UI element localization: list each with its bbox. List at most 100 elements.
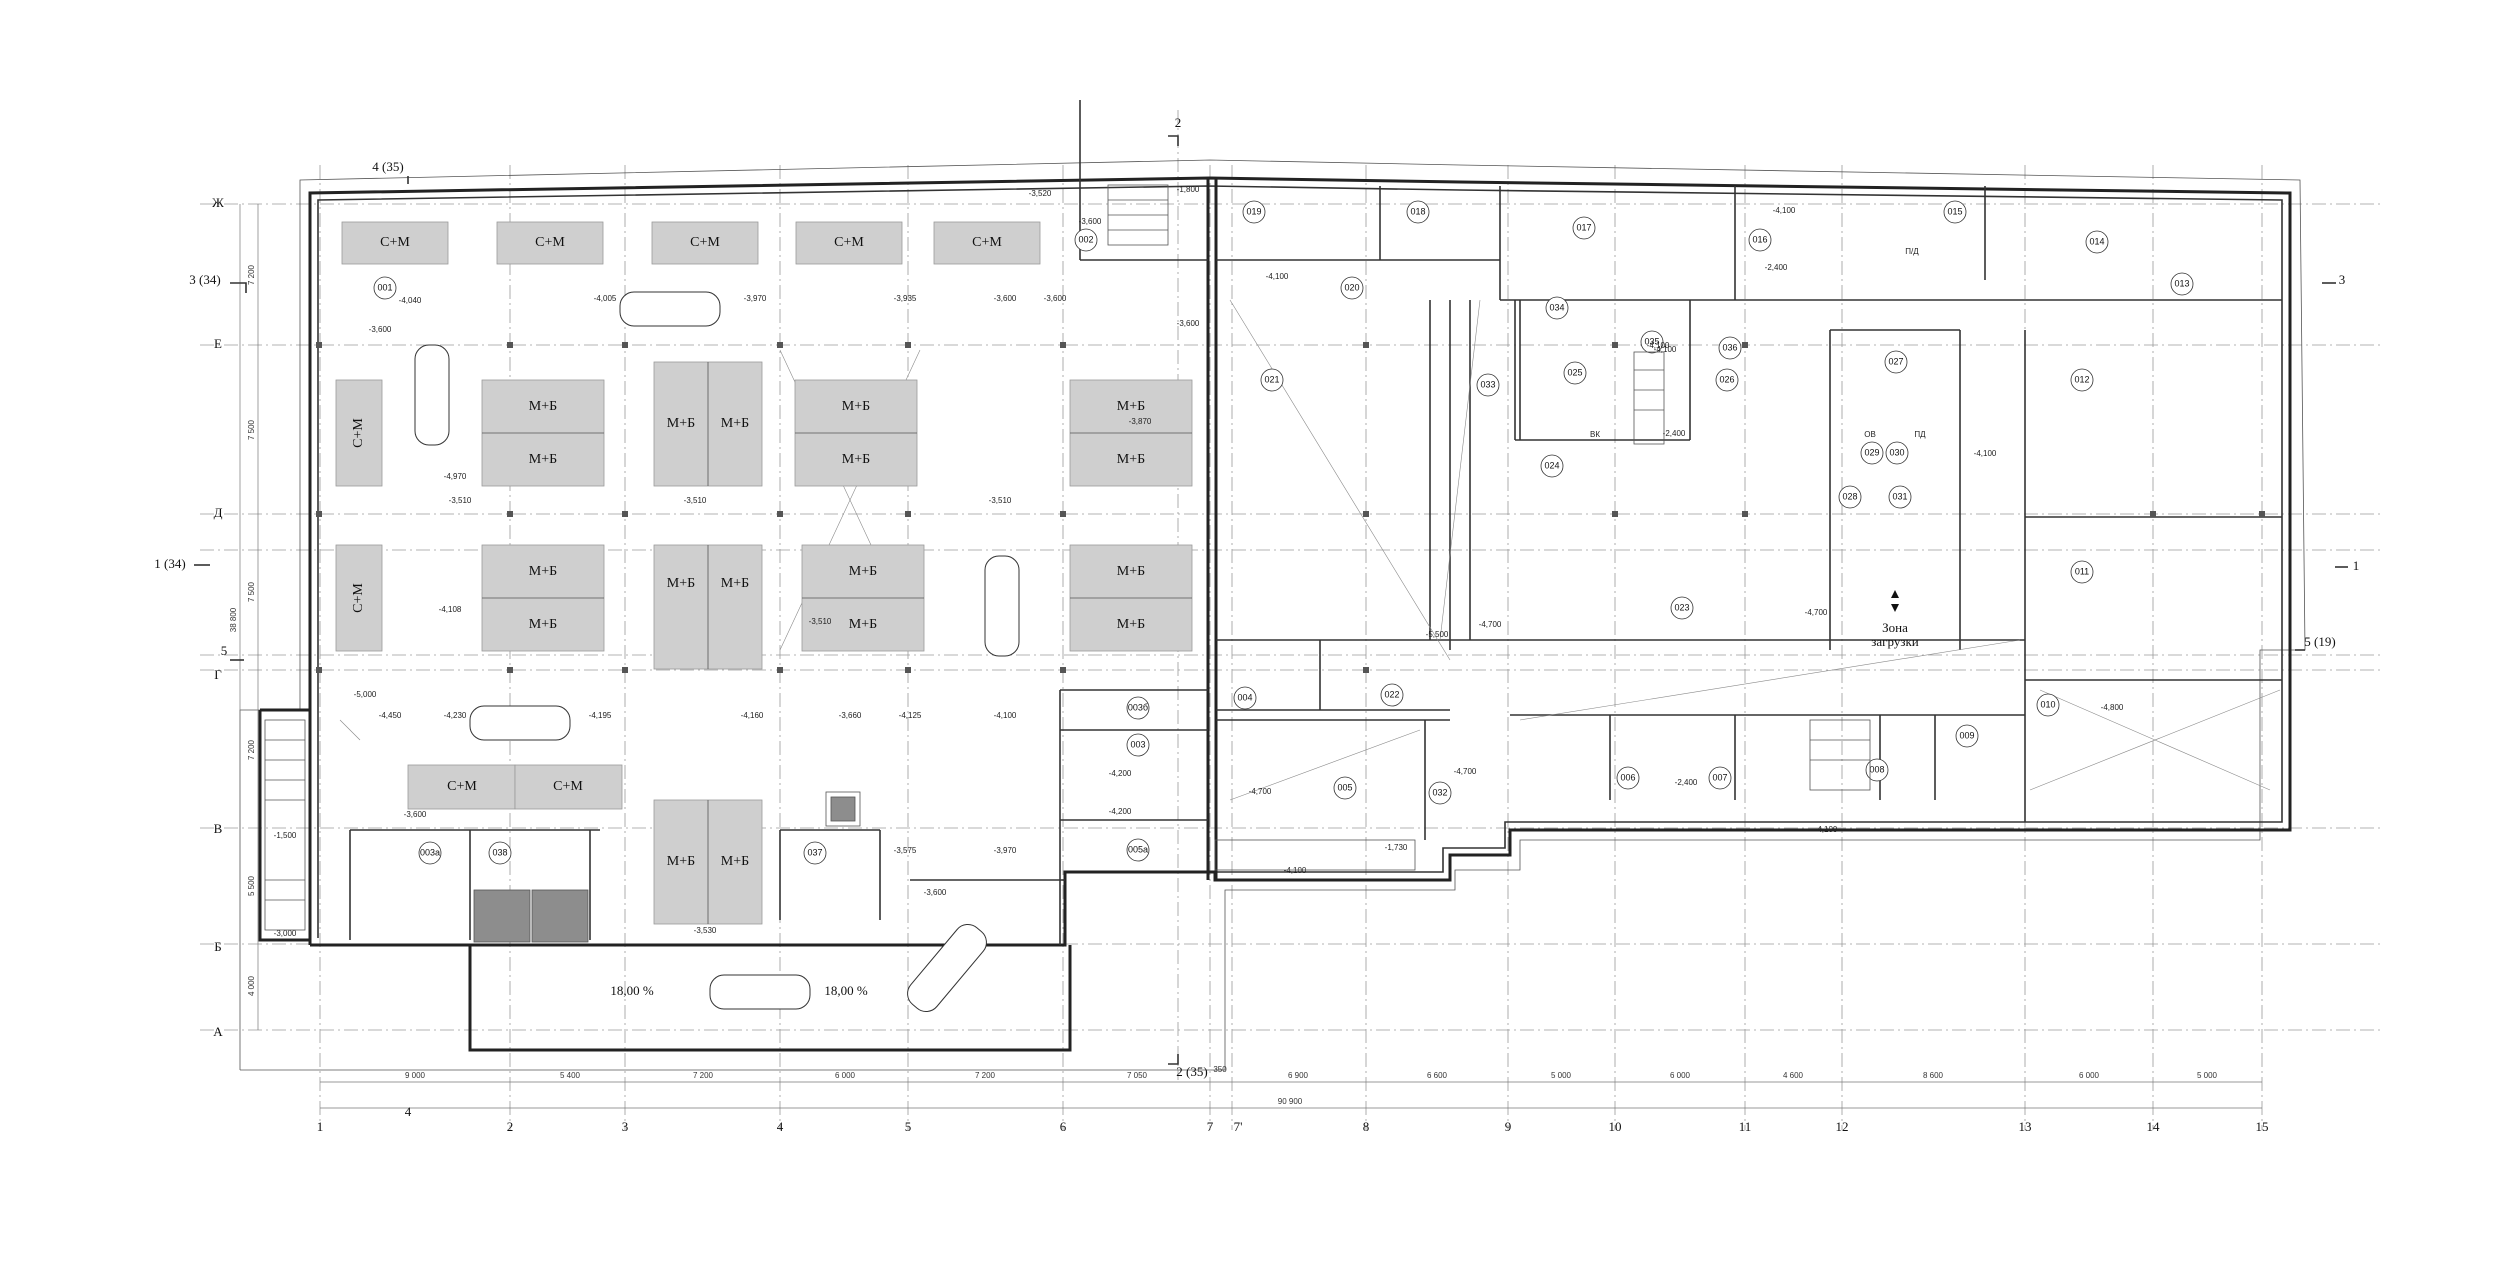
svg-text:5 000: 5 000 [2197, 1071, 2218, 1080]
total-width-dimension: 90 900 [1278, 1097, 1303, 1106]
svg-text:015: 015 [1947, 206, 1962, 216]
section-mark: 3 [2339, 272, 2346, 287]
parking-zones-mb: М+Б М+Б М+Б М+Б М+Б М+Б М+Б М+Б М+Б М+Б … [473, 361, 1193, 943]
arrow-icon [1891, 590, 1899, 612]
svg-text:4 600: 4 600 [1783, 1071, 1804, 1080]
svg-text:5 000: 5 000 [1551, 1071, 1572, 1080]
car-icon [619, 291, 721, 327]
column-axis-labels: 1 2 3 4 5 6 7 7' 8 9 10 11 12 13 14 15 [317, 1119, 2269, 1134]
svg-text:15: 15 [2256, 1119, 2269, 1134]
svg-text:-3,600: -3,600 [1079, 217, 1102, 226]
stairs [264, 184, 1871, 931]
svg-text:-3,530: -3,530 [694, 926, 717, 935]
room-marker: 009 [1955, 724, 1979, 748]
svg-text:012: 012 [2074, 374, 2089, 384]
room-marker: 010 [2036, 693, 2060, 717]
room-marker: 021 [1260, 368, 1284, 392]
room-marker: 013 [2170, 272, 2194, 296]
svg-text:020: 020 [1344, 282, 1359, 292]
zone-mb-label: М+Б [529, 564, 557, 579]
svg-text:6 600: 6 600 [1427, 1071, 1448, 1080]
svg-text:-3,510: -3,510 [989, 496, 1012, 505]
svg-text:12: 12 [1836, 1119, 1849, 1134]
svg-text:-3,510: -3,510 [684, 496, 707, 505]
zone-cm [335, 379, 383, 487]
room-marker: 015 [1943, 200, 1967, 224]
svg-text:-3,520: -3,520 [1029, 189, 1052, 198]
room-marker: 003 [1126, 733, 1150, 757]
svg-text:9: 9 [1505, 1119, 1512, 1134]
svg-text:005а: 005а [1128, 844, 1148, 854]
svg-text:-4,100: -4,100 [1647, 341, 1670, 350]
room-marker: 019 [1242, 200, 1266, 224]
svg-text:036: 036 [1722, 342, 1737, 352]
svg-text:-1,730: -1,730 [1385, 843, 1408, 852]
svg-text:6 000: 6 000 [1670, 1071, 1691, 1080]
svg-text:-3,600: -3,600 [369, 325, 392, 334]
zone-mb-label: М+Б [849, 617, 877, 632]
room-marker: 002 [1074, 228, 1098, 252]
room-tag: П/Д [1905, 247, 1919, 256]
svg-text:-3,575: -3,575 [894, 846, 917, 855]
svg-text:010: 010 [2040, 699, 2055, 709]
room-marker: 037 [803, 841, 827, 865]
dark-parking-cell [531, 889, 589, 943]
svg-text:-4,450: -4,450 [379, 711, 402, 720]
svg-text:-4,800: -4,800 [2101, 703, 2124, 712]
room-marker: 004 [1233, 686, 1257, 710]
room-marker: 005а [1126, 838, 1150, 862]
zone-cm-label: С+М [972, 235, 1002, 250]
svg-text:350: 350 [1213, 1065, 1227, 1074]
room-marker: 030 [1885, 441, 1909, 465]
row-axis-label: Ж [212, 195, 224, 210]
zone-cm [407, 764, 516, 810]
svg-text:-3,600: -3,600 [1044, 294, 1067, 303]
columns [316, 342, 2265, 673]
svg-text:7 200: 7 200 [693, 1071, 714, 1080]
svg-text:-3,870: -3,870 [1129, 417, 1152, 426]
svg-text:1: 1 [317, 1119, 324, 1134]
svg-text:6 000: 6 000 [2079, 1071, 2100, 1080]
room-marker: 025 [1563, 361, 1587, 385]
row-axis-labels: Ж Е Д Г В Б А [212, 195, 224, 1039]
room-marker: 034 [1545, 296, 1569, 320]
svg-text:5 400: 5 400 [560, 1071, 581, 1080]
svg-text:022: 022 [1384, 689, 1399, 699]
bottom-dimensions: 9 000 5 400 7 200 6 000 7 200 7 050 350 … [320, 1065, 2262, 1109]
svg-text:019: 019 [1246, 206, 1261, 216]
svg-text:8: 8 [1363, 1119, 1370, 1134]
car-icons [414, 291, 1020, 1013]
room-marker: 006 [1616, 766, 1640, 790]
zone-cm [651, 221, 759, 265]
svg-text:-4,100: -4,100 [1815, 825, 1838, 834]
svg-text:018: 018 [1410, 206, 1425, 216]
svg-text:-2,400: -2,400 [1663, 429, 1686, 438]
svg-text:023: 023 [1674, 602, 1689, 612]
svg-text:-4,970: -4,970 [444, 472, 467, 481]
svg-text:034: 034 [1549, 302, 1564, 312]
room-marker: 038 [488, 841, 512, 865]
svg-text:-2,400: -2,400 [1675, 778, 1698, 787]
svg-text:032: 032 [1432, 787, 1447, 797]
zone-mb-label: М+Б [529, 617, 557, 632]
svg-text:-4,200: -4,200 [1109, 769, 1132, 778]
outer-walls [258, 176, 2292, 1052]
svg-text:-4,700: -4,700 [1249, 787, 1272, 796]
zone-mb-label: М+Б [1117, 617, 1145, 632]
zone-cm-label: С+М [351, 418, 366, 448]
svg-text:2: 2 [507, 1119, 514, 1134]
car-icon [469, 705, 571, 741]
svg-text:-4,100: -4,100 [1654, 345, 1677, 354]
svg-text:-3,970: -3,970 [994, 846, 1017, 855]
svg-text:-3,660: -3,660 [839, 711, 862, 720]
svg-text:002: 002 [1078, 234, 1093, 244]
car-icon [414, 344, 450, 446]
svg-text:006: 006 [1620, 772, 1635, 782]
svg-text:9 000: 9 000 [405, 1071, 426, 1080]
level-marks: -3,600 -4,040 -4,005 -3,970 -3,935 -3,60… [274, 185, 2124, 938]
svg-text:7 200: 7 200 [975, 1071, 996, 1080]
svg-text:-4,200: -4,200 [1109, 807, 1132, 816]
row-axis-label: В [214, 821, 223, 836]
room-marker: 018 [1406, 200, 1430, 224]
